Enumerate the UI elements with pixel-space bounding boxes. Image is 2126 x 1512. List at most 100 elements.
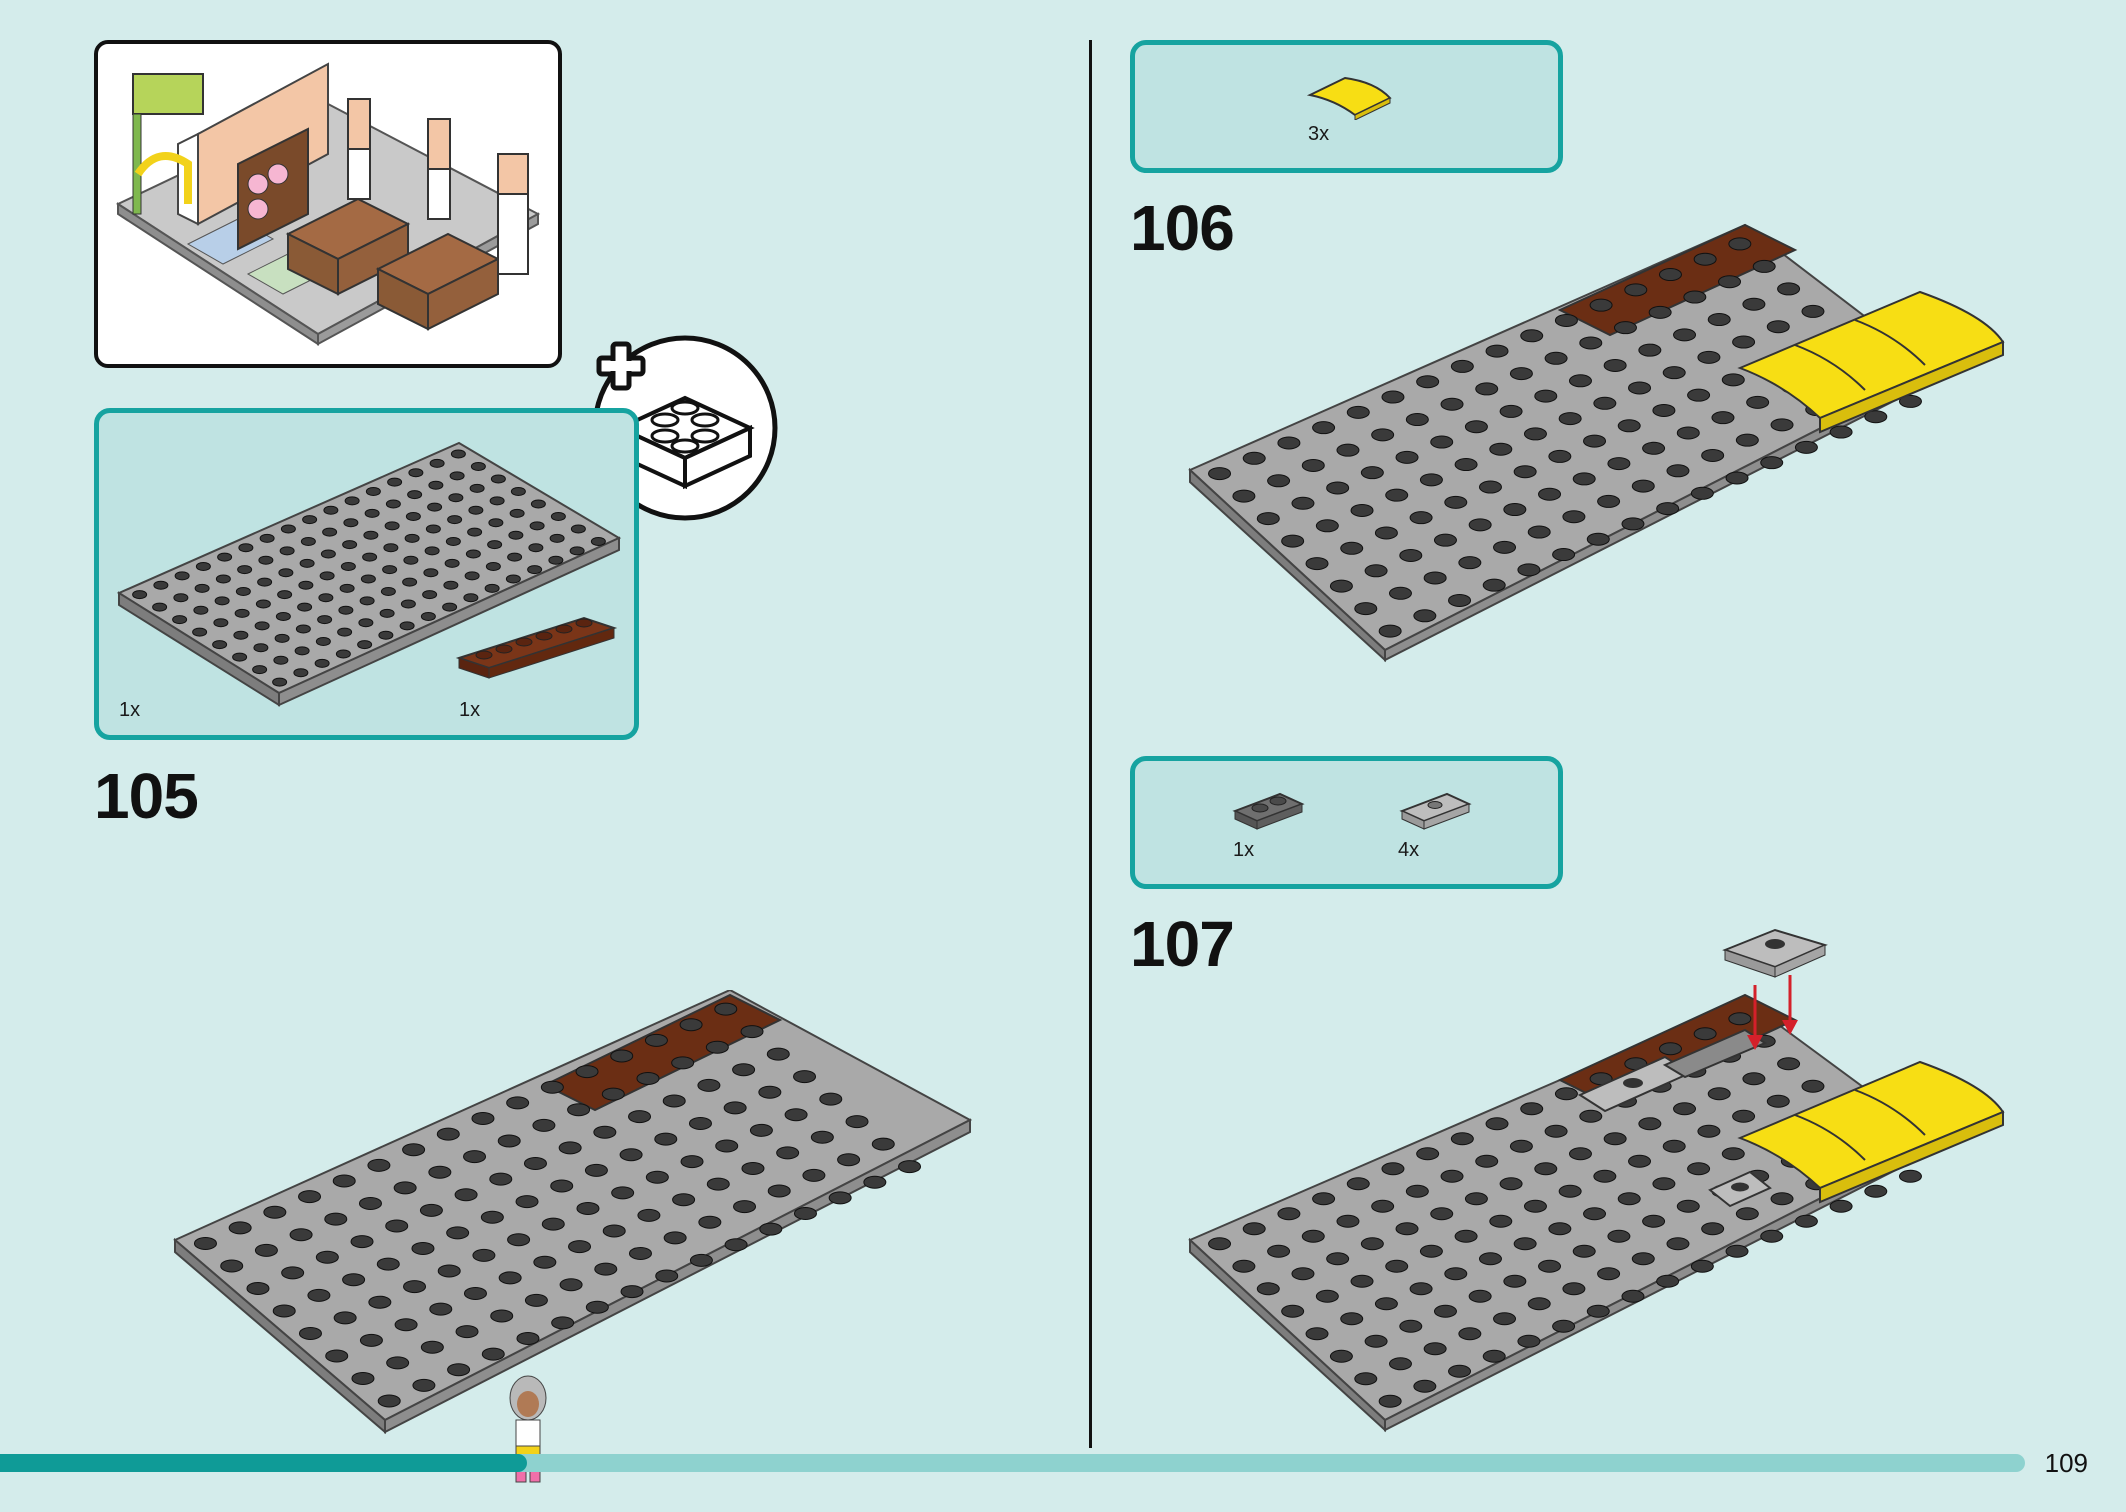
stud	[528, 543, 544, 553]
stud	[508, 530, 524, 540]
stud	[428, 480, 444, 490]
stud	[1732, 335, 1756, 349]
stud	[1658, 268, 1682, 282]
stud	[1312, 1192, 1336, 1206]
stud	[289, 1228, 313, 1242]
stud	[255, 599, 271, 609]
stud	[1631, 1252, 1655, 1266]
stud	[1732, 1109, 1756, 1123]
stud	[1329, 579, 1353, 593]
stud	[1690, 486, 1714, 500]
stud	[569, 546, 585, 556]
step-107-parts-box: 1x 4x	[1130, 756, 1563, 889]
stud	[1517, 1334, 1541, 1348]
stud	[403, 1280, 427, 1294]
stud	[1277, 436, 1301, 450]
stud	[1603, 358, 1627, 372]
stud	[1613, 321, 1637, 335]
stud	[1829, 1199, 1853, 1213]
stud	[297, 602, 313, 612]
stud	[1430, 1207, 1454, 1221]
stud	[1593, 1169, 1617, 1183]
stud	[1281, 534, 1305, 548]
stud	[436, 1127, 460, 1141]
stud	[1336, 443, 1360, 457]
step-106-number: 106	[1130, 192, 1235, 264]
stud	[1350, 503, 1374, 517]
stud	[688, 1116, 712, 1130]
stud	[515, 1195, 539, 1209]
stud	[487, 540, 503, 550]
stud	[259, 533, 275, 543]
stud	[802, 1168, 826, 1182]
stud	[1315, 519, 1339, 533]
stud	[344, 496, 360, 506]
stud	[1538, 1259, 1562, 1273]
stud	[1829, 425, 1853, 439]
stud	[637, 1208, 661, 1222]
model-preview	[94, 40, 562, 368]
stud	[300, 536, 316, 546]
stud	[533, 1255, 557, 1269]
stud	[213, 618, 229, 628]
stud	[302, 515, 318, 525]
stud	[220, 1259, 244, 1273]
stud	[1475, 1154, 1499, 1168]
stud	[467, 527, 483, 537]
stud	[1583, 1207, 1607, 1221]
stud	[507, 552, 523, 562]
stud	[654, 1132, 678, 1146]
stud	[1662, 366, 1686, 380]
stud	[527, 565, 543, 575]
stud	[1721, 1147, 1745, 1161]
stud	[1534, 389, 1558, 403]
stud	[254, 621, 270, 631]
stud	[1701, 448, 1725, 462]
stud	[363, 530, 379, 540]
stud	[498, 1271, 522, 1285]
stud	[1291, 496, 1315, 510]
stud	[1527, 525, 1551, 539]
stud	[1478, 1252, 1502, 1266]
stud	[411, 1241, 435, 1255]
stud	[819, 1092, 843, 1106]
stud	[1554, 1087, 1578, 1101]
stud	[387, 477, 403, 487]
stud	[532, 1118, 556, 1132]
stud	[1693, 252, 1717, 266]
stud	[776, 1146, 800, 1160]
stud	[1444, 495, 1468, 509]
stud	[1687, 1162, 1711, 1176]
stud	[575, 1065, 599, 1079]
stud	[570, 524, 586, 534]
stud	[323, 505, 339, 515]
stud	[1315, 1289, 1339, 1303]
stud	[1760, 456, 1784, 470]
stud	[1742, 297, 1766, 311]
stud	[1544, 1124, 1568, 1138]
stud	[1381, 1162, 1405, 1176]
stud	[429, 458, 445, 468]
stud	[1378, 624, 1402, 638]
stud	[1676, 426, 1700, 440]
stud	[294, 646, 310, 656]
stud	[365, 486, 381, 496]
stud	[1711, 411, 1735, 425]
yellow-curved-slope-part	[1306, 76, 1392, 120]
stud	[1448, 1364, 1472, 1378]
stud	[1558, 1184, 1582, 1198]
stud	[1642, 1214, 1666, 1228]
stud	[1419, 473, 1443, 487]
stud	[1666, 1237, 1690, 1251]
stud	[444, 558, 460, 568]
stud	[337, 627, 353, 637]
stud	[680, 1155, 704, 1169]
stud	[1701, 1222, 1725, 1236]
stud	[1413, 609, 1437, 623]
stud	[1752, 259, 1776, 273]
stud	[1597, 494, 1621, 508]
stud	[662, 1094, 686, 1108]
stud	[489, 1172, 513, 1186]
stud	[382, 565, 398, 575]
stud	[1364, 1334, 1388, 1348]
